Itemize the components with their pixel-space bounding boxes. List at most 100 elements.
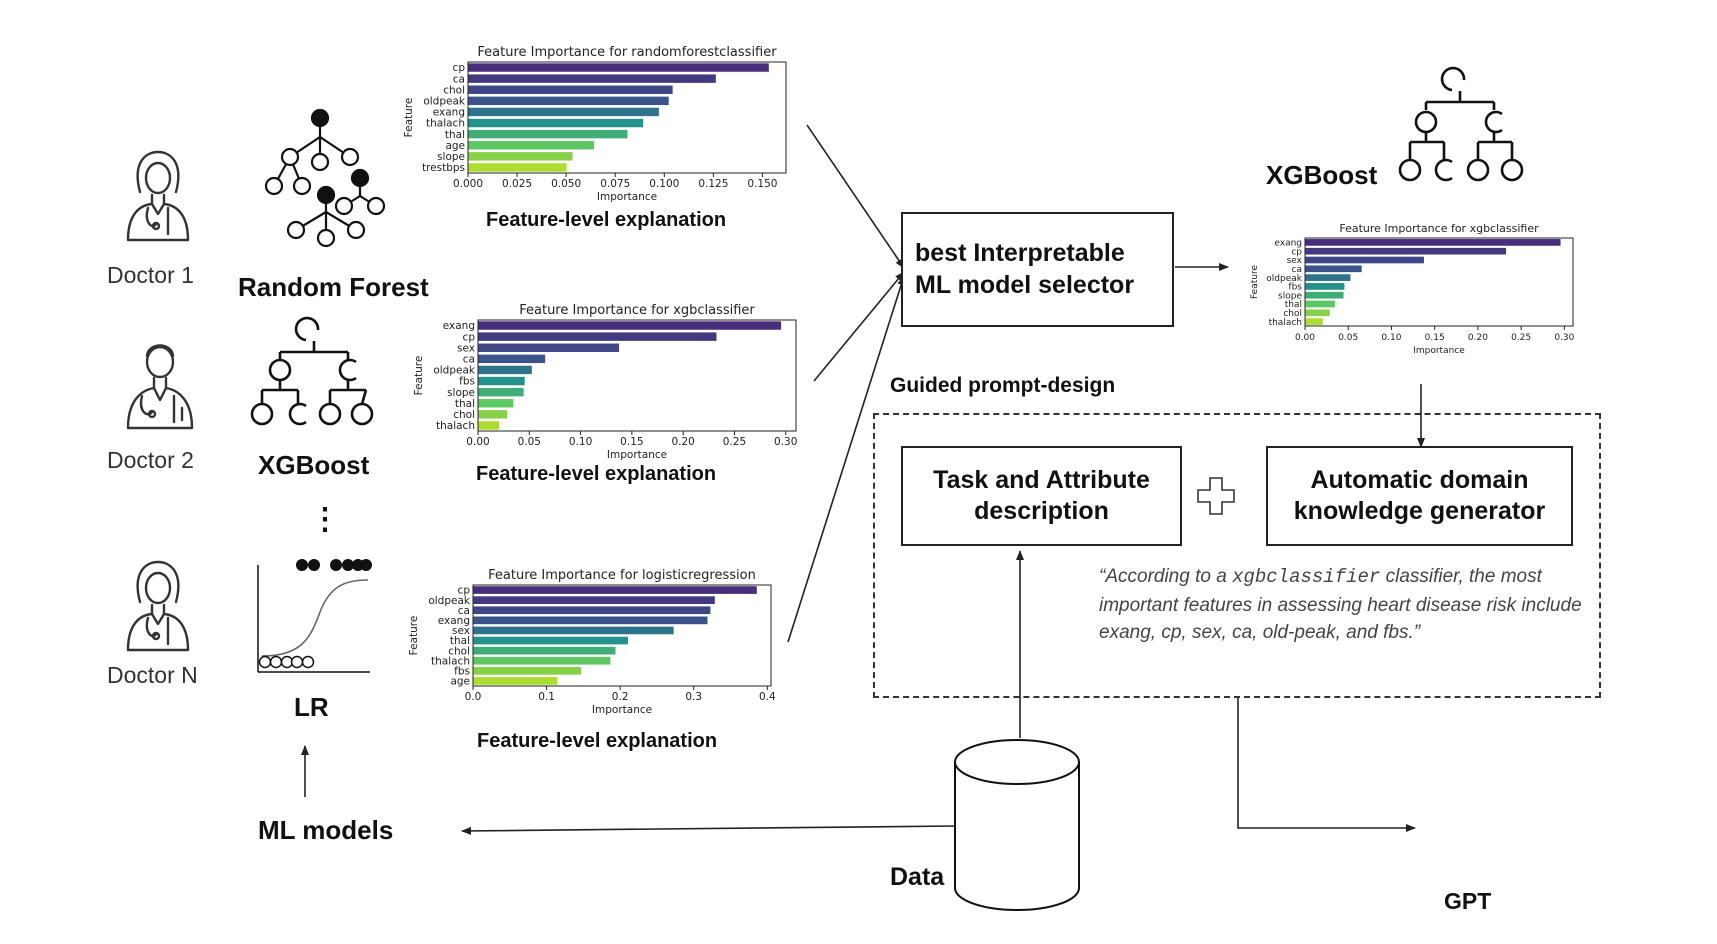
x-tick-label: 0.050	[551, 178, 581, 190]
male-doctor-icon	[126, 344, 194, 430]
category-label: sex	[1287, 256, 1303, 266]
bar-chol	[1305, 309, 1330, 317]
female-doctor-icon	[126, 560, 190, 652]
bar-oldpeak	[1305, 274, 1351, 281]
category-label: thal	[445, 129, 465, 141]
doctor-n-label: Doctor N	[107, 662, 198, 688]
task-line-2: description	[974, 497, 1109, 525]
category-label: thalach	[426, 118, 465, 130]
x-tick-label: 0.15	[1425, 333, 1445, 343]
bar-thalach	[1305, 318, 1323, 325]
selector-line-1: best Interpretable	[915, 239, 1125, 268]
bar-oldpeak	[473, 596, 715, 604]
selected-xgb-feature-importance-chart: Feature Importance for xgbclassifierexan…	[1250, 222, 1575, 356]
x-tick-label: 0.10	[569, 436, 592, 448]
category-label: age	[450, 676, 470, 688]
x-axis-label: Importance	[607, 449, 667, 461]
arrow-prompt-to-gpt	[1237, 697, 1416, 832]
x-tick-label: 0.125	[698, 178, 728, 190]
x-tick-label: 0.025	[502, 178, 532, 190]
x-tick-label: 0.20	[671, 436, 694, 448]
category-label: trestbps	[422, 162, 465, 174]
example-prompt-quote: “According to a xgbclassifier classifier…	[1099, 563, 1589, 647]
chart-title: Feature Importance for logisticregressio…	[488, 568, 756, 583]
xgboost-tree-icon	[250, 316, 374, 426]
bar-thalach	[473, 656, 611, 665]
model-selector-box: best Interpretable ML model selector	[901, 212, 1174, 327]
lr-feature-importance-chart: Feature Importance for logisticregressio…	[408, 568, 776, 716]
arrow-xgb-to-selector	[813, 271, 905, 382]
x-tick-label: 0.000	[453, 178, 483, 190]
category-label: chol	[1283, 309, 1302, 319]
x-tick-label: 0.100	[649, 178, 679, 190]
category-label: ca	[458, 605, 470, 617]
bar-exang	[468, 107, 659, 117]
category-label: thal	[1285, 300, 1302, 310]
task-line-1: Task and Attribute	[933, 465, 1150, 494]
y-axis-label: Feature	[1250, 265, 1260, 299]
category-label: thal	[450, 635, 470, 647]
category-label: ca	[453, 73, 465, 85]
xgb-explanation-label: Feature-level explanation	[476, 463, 717, 485]
bar-exang	[473, 616, 708, 625]
x-tick-label: 0.0	[465, 691, 482, 703]
selected-model-label: XGBoost	[1266, 160, 1378, 190]
doctor-2-label: Doctor 2	[107, 447, 194, 473]
x-tick-label: 0.00	[1295, 333, 1315, 343]
ml-models-label: ML models	[258, 815, 394, 845]
x-tick-label: 0.075	[600, 178, 630, 190]
xgboost-tree-icon	[1398, 66, 1524, 182]
category-label: oldpeak	[428, 595, 471, 607]
category-label: sex	[457, 342, 475, 354]
x-tick-label: 0.30	[774, 436, 797, 448]
x-tick-label: 0.1	[538, 691, 555, 703]
category-label: thalach	[436, 420, 475, 432]
domain-line-2: knowledge generator	[1293, 497, 1546, 525]
bar-oldpeak	[468, 96, 669, 106]
quote-post: classifier, the most important features …	[1099, 566, 1582, 644]
x-axis-label: Importance	[1413, 346, 1465, 356]
x-tick-label: 0.05	[518, 436, 541, 448]
task-attribute-box: Task and Attribute description	[901, 446, 1182, 546]
xgboost-label: XGBoost	[258, 450, 370, 480]
bar-cp	[1305, 247, 1507, 255]
bar-thal	[478, 399, 514, 408]
category-label: thalach	[1269, 318, 1302, 328]
guided-prompt-region	[873, 413, 1601, 698]
bar-cp	[478, 332, 717, 341]
bar-thal	[468, 129, 628, 139]
category-label: chol	[448, 645, 470, 657]
bar-chol	[473, 646, 616, 655]
quote-pre: “According to a	[1099, 566, 1233, 587]
domain-knowledge-box: Automatic domain knowledge generator	[1266, 446, 1573, 546]
bar-chol	[478, 410, 508, 419]
database-cylinder-icon	[954, 739, 1080, 911]
category-label: exang	[438, 615, 470, 627]
bar-exang	[1305, 239, 1561, 246]
category-label: ca	[1292, 265, 1302, 275]
y-axis-label: Feature	[413, 356, 425, 396]
bar-ca	[473, 606, 711, 615]
bar-slope	[1305, 291, 1344, 299]
bar-cp	[468, 63, 769, 72]
chart-title: Feature Importance for xgbclassifier	[519, 303, 755, 318]
x-tick-label: 0.2	[612, 691, 629, 703]
logistic-regression-icon	[257, 559, 372, 673]
random-forest-icon	[264, 108, 386, 248]
x-tick-label: 0.25	[723, 436, 746, 448]
lr-explanation-label: Feature-level explanation	[477, 730, 718, 752]
arrow-rf-to-selector	[806, 124, 905, 269]
category-label: oldpeak	[423, 96, 466, 108]
female-doctor-icon	[126, 150, 190, 242]
quote-model-name: xgbclassifier	[1232, 566, 1381, 588]
y-axis-label: Feature	[408, 616, 420, 656]
bar-age	[473, 677, 558, 685]
category-label: fbs	[1288, 283, 1302, 293]
category-label: cp	[463, 331, 476, 343]
plus-icon	[1197, 477, 1235, 515]
category-label: ca	[463, 354, 475, 366]
bar-ca	[468, 74, 716, 83]
arrow-lr-to-selector	[787, 275, 906, 643]
x-tick-label: 0.150	[747, 178, 777, 190]
